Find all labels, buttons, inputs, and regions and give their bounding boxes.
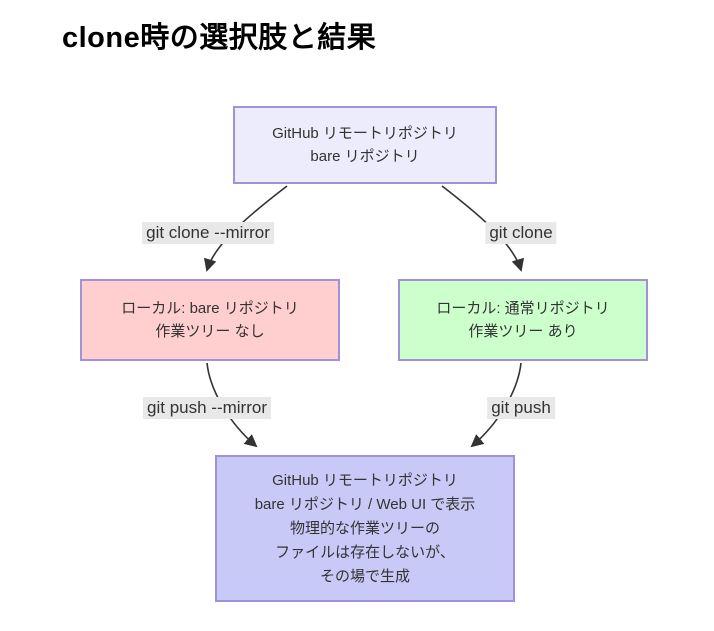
node-text-line: 物理的な作業ツリーの: [289, 519, 440, 537]
edge-label-git-clone-mirror: git clone --mirror: [142, 222, 274, 244]
node-text-line: GitHub リモートリポジトリ: [272, 471, 458, 489]
edge-label-git-push-mirror: git push --mirror: [143, 397, 271, 419]
node-text-line: GitHub リモートリポジトリ: [272, 125, 458, 142]
node-github-remote-source: GitHub リモートリポジトリ bare リポジトリ: [233, 106, 497, 184]
node-text-line: ローカル: bare リポジトリ: [121, 300, 299, 317]
node-text-line: 作業ツリー なし: [155, 323, 265, 340]
node-local-normal-repo: ローカル: 通常リポジトリ 作業ツリー あり: [398, 279, 648, 361]
node-text-line: ファイルは存在しないが、: [275, 543, 455, 561]
edge-label-git-clone: git clone: [485, 222, 557, 244]
edge-label-git-push: git push: [487, 397, 555, 419]
node-text-line: 作業ツリー あり: [468, 323, 578, 340]
node-text-line: bare リポジトリ: [310, 148, 420, 165]
node-text-line: bare リポジトリ / Web UI で表示: [254, 495, 476, 513]
node-github-remote-result: GitHub リモートリポジトリ bare リポジトリ / Web UI で表示…: [215, 455, 515, 602]
diagram-title: clone時の選択肢と結果: [62, 22, 377, 54]
node-local-bare-repo: ローカル: bare リポジトリ 作業ツリー なし: [80, 279, 340, 361]
node-text-line: その場で生成: [319, 567, 410, 585]
node-text-line: ローカル: 通常リポジトリ: [436, 300, 610, 317]
